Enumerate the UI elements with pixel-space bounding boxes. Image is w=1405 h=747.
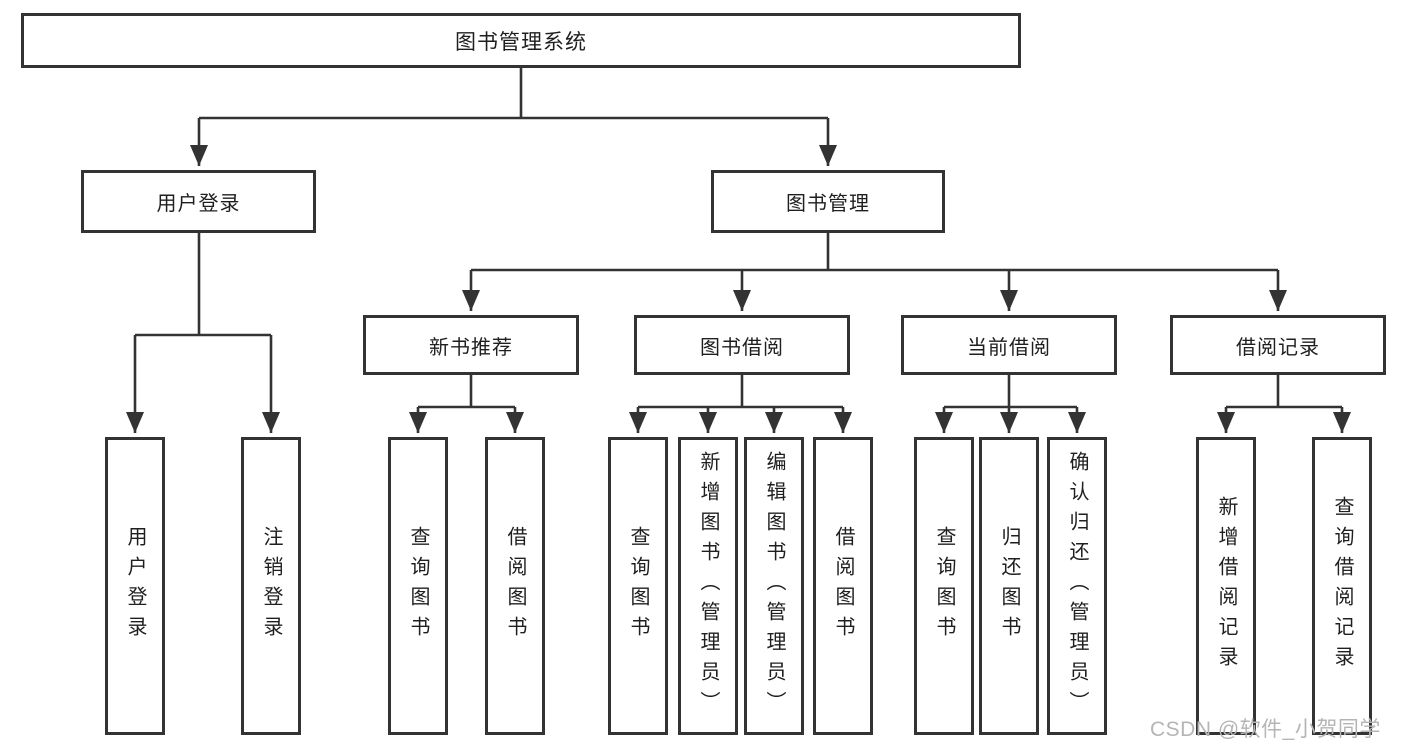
leaf-user-login-label: 用户登录 xyxy=(124,526,146,646)
leaf-recommend-query-books: 查询图书 xyxy=(388,437,448,735)
leaf-borrow-books-label: 借阅图书 xyxy=(832,526,854,646)
leaf-add-books-admin: 新增图书（管理员） xyxy=(678,437,738,735)
leaf-user-logout: 注销登录 xyxy=(241,437,301,735)
leaf-edit-books-admin-label: 编辑图书（管理员） xyxy=(763,451,785,721)
leaf-user-login: 用户登录 xyxy=(105,437,165,735)
leaf-return-books: 归还图书 xyxy=(979,437,1039,735)
leaf-borrow-books: 借阅图书 xyxy=(813,437,873,735)
node-book-borrow: 图书借阅 xyxy=(634,315,850,375)
leaf-add-books-admin-label: 新增图书（管理员） xyxy=(697,451,719,721)
leaf-recommend-borrow-books: 借阅图书 xyxy=(485,437,545,735)
node-user-login-branch: 用户登录 xyxy=(81,170,316,233)
node-book-borrow-label: 图书借阅 xyxy=(700,336,784,359)
leaf-confirm-return-admin: 确认归还（管理员） xyxy=(1047,437,1107,735)
leaf-query-borrow-record-label: 查询借阅记录 xyxy=(1331,496,1353,676)
leaf-recommend-borrow-books-label: 借阅图书 xyxy=(504,526,526,646)
leaf-add-borrow-record: 新增借阅记录 xyxy=(1196,437,1256,735)
node-book-management-branch-label: 图书管理 xyxy=(786,193,870,215)
node-current-borrow-label: 当前借阅 xyxy=(967,336,1051,359)
node-new-book-recommend-label: 新书推荐 xyxy=(429,336,513,359)
leaf-user-logout-label: 注销登录 xyxy=(260,526,282,646)
node-user-login-branch-label: 用户登录 xyxy=(156,193,241,215)
node-root-system: 图书管理系统 xyxy=(21,13,1021,68)
leaf-query-borrow-record: 查询借阅记录 xyxy=(1312,437,1372,735)
leaf-borrow-query-books-label: 查询图书 xyxy=(627,526,649,646)
node-borrow-records-label: 借阅记录 xyxy=(1236,336,1320,359)
leaf-recommend-query-books-label: 查询图书 xyxy=(407,526,429,646)
node-new-book-recommend: 新书推荐 xyxy=(363,315,579,375)
leaf-return-books-label: 归还图书 xyxy=(998,526,1020,646)
csdn-watermark: CSDN @软件_小贺同学 xyxy=(1150,718,1381,741)
leaf-borrow-query-books: 查询图书 xyxy=(608,437,668,735)
leaf-current-query-books: 查询图书 xyxy=(914,437,974,735)
node-borrow-records: 借阅记录 xyxy=(1170,315,1386,375)
leaf-edit-books-admin: 编辑图书（管理员） xyxy=(744,437,804,735)
leaf-add-borrow-record-label: 新增借阅记录 xyxy=(1215,496,1237,676)
node-current-borrow: 当前借阅 xyxy=(901,315,1117,375)
node-root-system-label: 图书管理系统 xyxy=(455,30,587,54)
leaf-current-query-books-label: 查询图书 xyxy=(933,526,955,646)
leaf-confirm-return-admin-label: 确认归还（管理员） xyxy=(1066,451,1088,721)
node-book-management-branch: 图书管理 xyxy=(711,170,945,233)
